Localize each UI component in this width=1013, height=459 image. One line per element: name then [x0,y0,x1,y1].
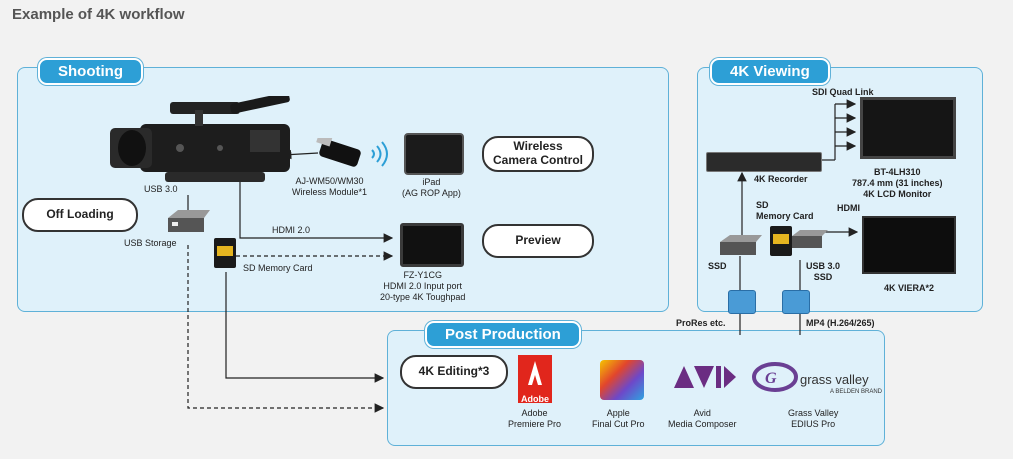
grass-valley-sub-wordmark: A BELDEN BRAND [830,389,883,395]
svg-text:G: G [765,370,777,387]
4k-viera-tv [862,216,956,274]
4k-viera-label: 4K VIERA*2 [884,283,935,293]
bt-4lh310-monitor [860,97,956,159]
sd-memory-card-label: SD Memory Card [756,200,814,221]
monitor-label: BT-4LH310 787.4 mm (31 inches) 4K LCD Mo… [852,167,943,199]
final-cut-pro-logo [600,360,644,400]
shooting-label: Shooting [38,58,143,85]
usb-ssd-illustration [792,230,828,248]
ipad-image [404,133,464,175]
page-title: Example of 4K workflow [12,6,185,23]
adobe-a-icon [528,361,542,385]
ipad-label: iPad (AG ROP App) [402,177,461,198]
usb-storage-illustration [168,210,210,232]
sd-card-icon-viewing [770,226,792,256]
grass-valley-wordmark: grass valley [800,372,869,387]
fz-label: FZ-Y1CG HDMI 2.0 Input port 20-type 4K T… [380,270,466,302]
ssd-label: SSD [708,261,727,271]
sd-card-label: SD Memory Card [243,263,313,273]
prores-label: ProRes etc. [676,318,726,328]
adobe-logo: Adobe [518,355,552,404]
shooting-panel [17,67,669,312]
usb-ssd-label: USB 3.0 SSD [806,261,841,282]
clip-folder-icon-prores [728,290,756,314]
mp4-label: MP4 (H.264/265) [806,318,875,328]
clip-folder-icon-mp4 [782,290,810,314]
hdmi-label: HDMI [837,203,860,213]
sd-card-icon [214,238,236,268]
usb30-label: USB 3.0 [144,184,178,194]
software-avid-label: Avid Media Composer [668,408,737,429]
post-production-label: Post Production [425,321,581,348]
ssd-illustration [720,235,762,255]
4k-recorder-label: 4K Recorder [754,174,808,184]
fz-tablet-image [400,223,464,267]
viewing-label: 4K Viewing [710,58,830,85]
sdi-quad-link-label: SDI Quad Link [812,87,874,97]
usb-storage-label: USB Storage [124,238,177,248]
wireless-module-label: AJ-WM50/WM30 Wireless Module*1 [292,176,368,197]
4k-recorder-device [706,152,822,172]
camcorder-illustration [110,96,290,182]
4k-editing-pill: 4K Editing*3 [400,355,508,389]
avid-logo [674,366,736,388]
software-grass-valley-label: Grass Valley EDIUS Pro [788,408,839,429]
software-adobe-label: Adobe Premiere Pro [508,408,562,429]
hdmi20-label: HDMI 2.0 [272,225,311,235]
adobe-logo-text: Adobe [521,394,549,404]
grass-valley-logo-mark: G [752,362,798,392]
off-loading-pill: Off Loading [22,198,138,232]
wireless-camera-control-pill: Wireless Camera Control [482,136,594,172]
preview-pill: Preview [482,224,594,258]
software-apple-label: Apple Final Cut Pro [592,408,645,429]
wireless-module-illustration [316,138,388,167]
